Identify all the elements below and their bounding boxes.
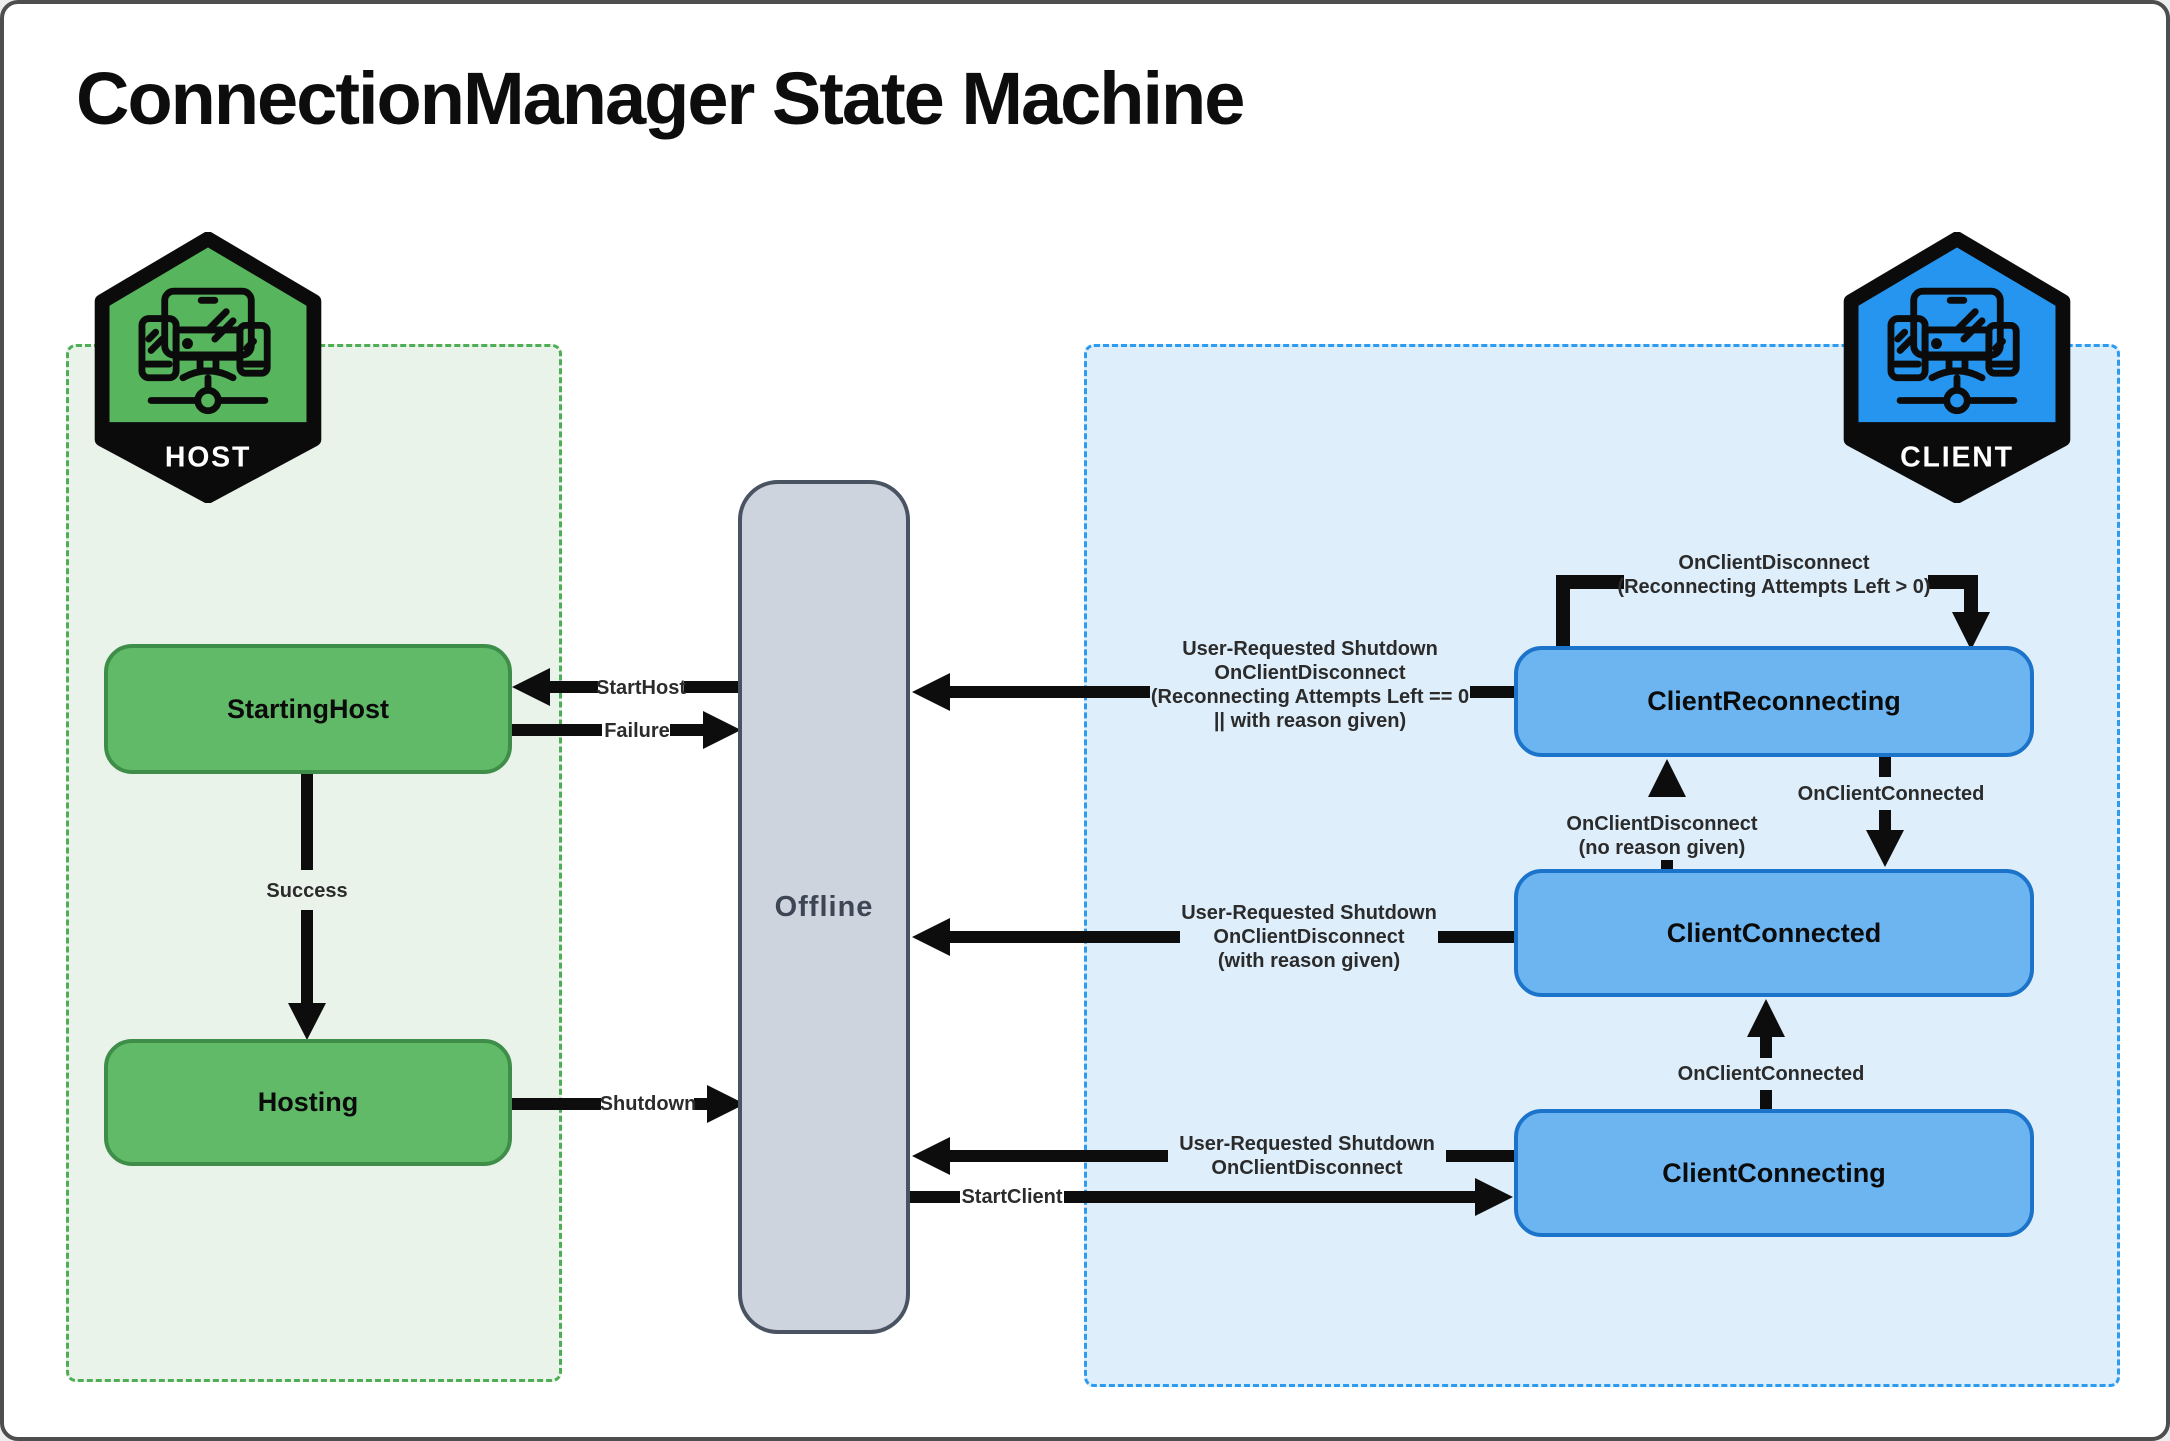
edge-label-reconnecting-to-offline: User-Requested Shutdown OnClientDisconne… [1151,637,1469,733]
arrow-connected-to-offline [912,918,1514,956]
arrow-start-host [512,668,740,706]
edge-label-line: (Reconnecting Attempts Left == 0 [1150,686,1470,708]
edge-label-line: User-Requested Shutdown [1179,1133,1435,1155]
edge-label-line: User-Requested Shutdown [1182,638,1438,660]
state-label: Hosting [257,1087,359,1117]
edge-label-success: Success [266,880,348,902]
state-label: StartingHost [227,693,389,724]
edge-label-line: OnClientDisconnect [1566,813,1758,835]
arrow-success [288,774,326,1040]
edge-label-shutdown: Shutdown [599,1093,697,1115]
arrow-start-client [909,1178,1513,1216]
state-label: ClientConnecting [1662,1157,1886,1188]
arrow-connecting-to-connected [1747,999,1785,1112]
state-starting-host: StartingHost [104,644,512,774]
arrow-reconnecting-to-offline [912,673,1514,711]
devices-icon [138,287,271,415]
transition-arrows [288,575,1990,1216]
client-badge: CLIENT [1843,232,2071,503]
state-label: Offline [774,890,874,923]
edge-label-connected-to-offline: User-Requested Shutdown OnClientDisconne… [1181,901,1437,973]
state-client-connected: ClientConnected [1514,869,2034,997]
arrow-failure [512,711,741,749]
edge-label-connecting-to-offline: User-Requested Shutdown OnClientDisconne… [1179,1132,1435,1180]
edge-label-line: || with reason given) [1213,710,1407,732]
edge-label-line: (no reason given) [1578,837,1746,859]
edge-label-line: OnClientDisconnect [1214,662,1406,684]
edge-label-connecting-to-connected: OnClientConnected [1677,1063,1865,1085]
edge-label-line: OnClientDisconnect [1211,1157,1403,1179]
edge-label-line: OnClientDisconnect [1213,926,1405,948]
edge-label-line: OnClientDisconnect [1678,552,1870,574]
arrow-reconnecting-to-connected [1866,754,1904,867]
state-client-connecting: ClientConnecting [1514,1109,2034,1237]
client-badge-label: CLIENT [1900,442,2014,474]
arrow-connecting-to-offline [912,1137,1514,1175]
edge-label-failure: Failure [604,720,670,742]
edge-label-reconnecting-to-connected: OnClientConnected [1797,783,1985,805]
arrow-shutdown [511,1085,745,1123]
state-label: ClientReconnecting [1647,686,1901,716]
edge-label-start-host: StartHost [595,677,687,699]
arrow-reconnecting-self-loop [1556,575,1990,654]
host-badge-label: HOST [165,442,251,474]
edge-label-line: (Reconnecting Attempts Left > 0) [1617,576,1931,598]
edge-label-line: User-Requested Shutdown [1181,902,1437,924]
state-label: ClientConnected [1666,917,1882,948]
edge-label-connected-to-reconnecting: OnClientDisconnect (no reason given) [1566,812,1757,860]
state-hosting: Hosting [104,1039,512,1166]
page-title: ConnectionManager State Machine [76,57,1245,140]
edge-label-line: (with reason given) [1217,950,1401,972]
state-client-reconnecting: ClientReconnecting [1514,646,2034,757]
host-region [66,344,562,1382]
host-badge: HOST [94,232,322,503]
edge-label-reconnecting-self-loop: OnClientDisconnect (Reconnecting Attempt… [1617,551,1930,599]
devices-icon [1887,287,2020,415]
edge-label-start-client: StartClient [961,1186,1063,1208]
state-offline: Offline [738,480,910,1334]
